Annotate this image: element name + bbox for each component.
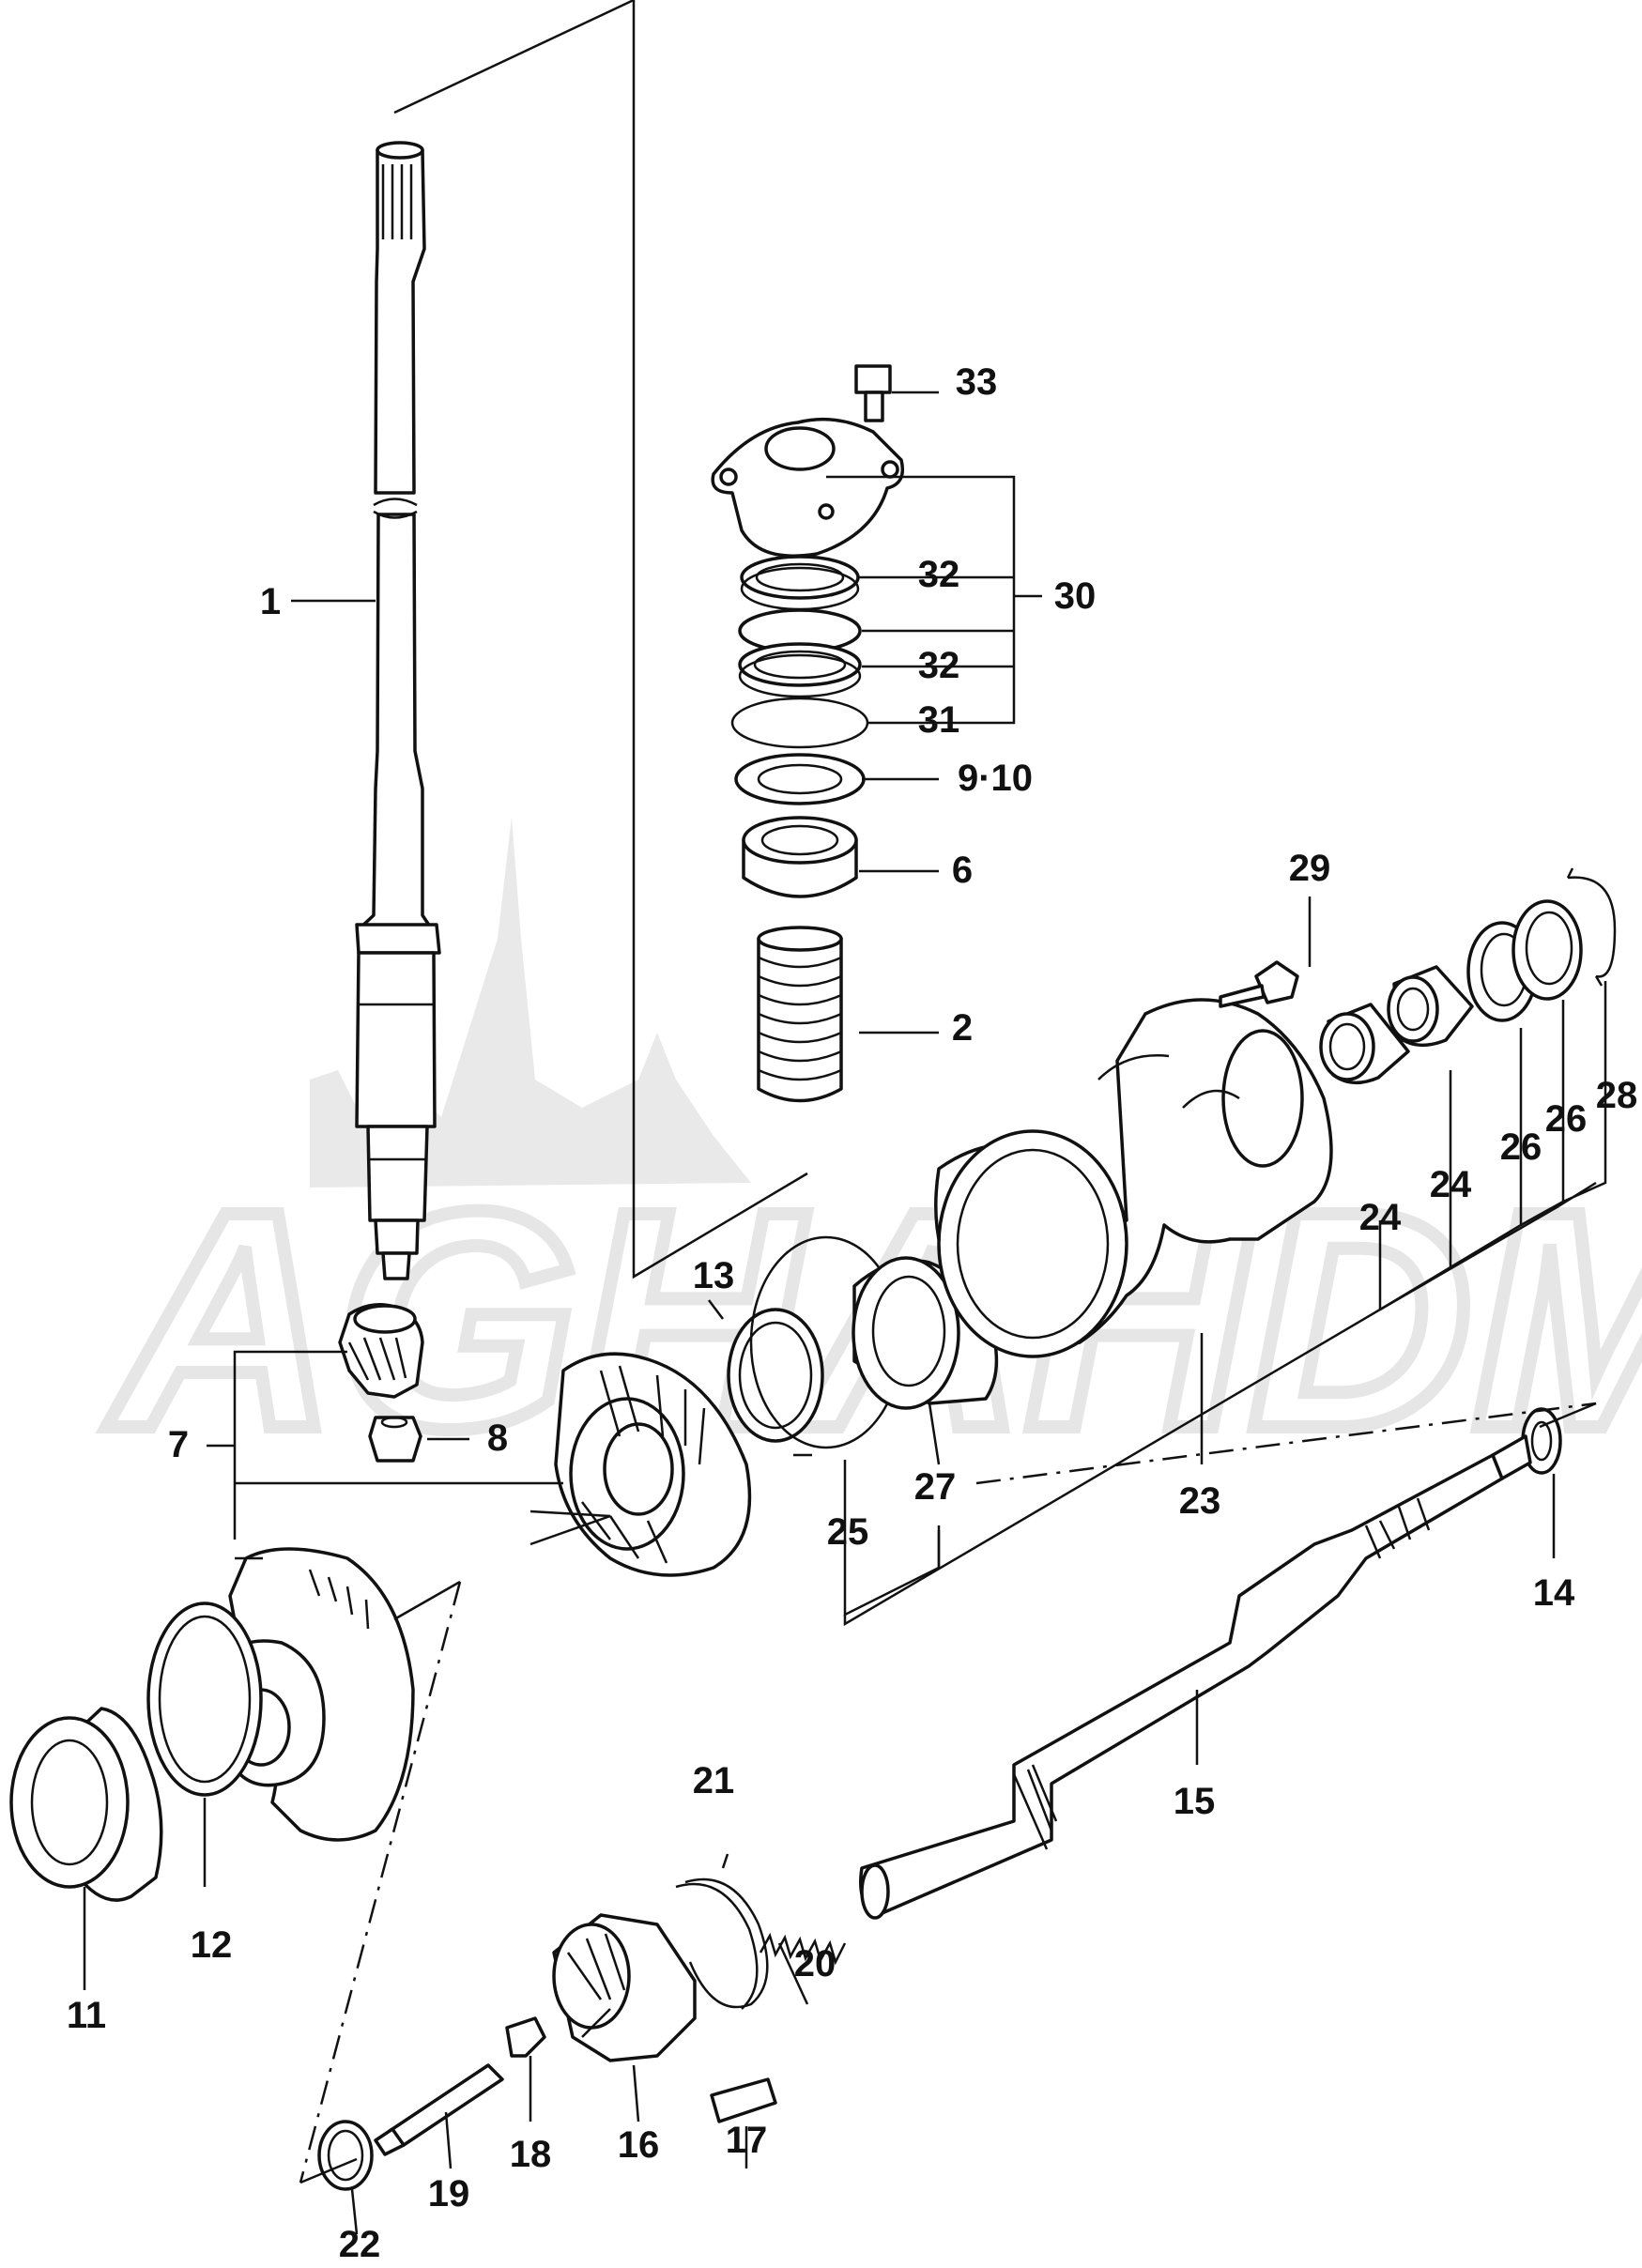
label-17: 17 (726, 2120, 768, 2161)
part-7-pinion-gear (338, 1303, 424, 1399)
part-8-nut (368, 1416, 422, 1463)
part-32-oil-seal-lower (738, 608, 862, 698)
label-21: 21 (693, 1760, 735, 1801)
label-33: 33 (956, 361, 998, 403)
part-31-o-ring (730, 697, 869, 749)
label-15: 15 (1174, 1781, 1216, 1822)
part-1-drive-shaft (355, 141, 441, 1280)
label-19: 19 (428, 2173, 470, 2214)
part-24-needle-bearing-a (1319, 1003, 1410, 1084)
label-28: 28 (1596, 1075, 1638, 1116)
part-22-ring (317, 2120, 374, 2191)
part-2-bearing-sleeve (757, 926, 843, 1103)
label-25: 25 (827, 1511, 869, 1553)
label-26-a: 26 (1500, 1126, 1542, 1168)
part-21-clutch-ring (675, 1877, 769, 2010)
label-12: 12 (191, 1924, 233, 1966)
part-25-reverse-gear (554, 1352, 752, 1577)
label-6: 6 (952, 850, 973, 891)
label-32-a: 32 (918, 554, 960, 595)
label-30: 30 (1054, 575, 1097, 617)
label-20: 20 (794, 1943, 836, 1984)
label-13: 13 (693, 1255, 735, 1296)
leader-lines (83, 0, 1607, 2235)
part-29-bolt (1219, 960, 1299, 1008)
label-16: 16 (618, 2124, 660, 2166)
part-28-circlip (1566, 867, 1617, 987)
part-14-thrust-washer (1521, 1407, 1562, 1475)
part-11-bearing (9, 1707, 163, 1902)
part-15-propeller-shaft (859, 1434, 1532, 1920)
label-18: 18 (510, 2134, 552, 2175)
part-17-cross-pin (710, 2077, 777, 2123)
label-31: 31 (918, 699, 960, 741)
part-12-shim (146, 1601, 263, 1797)
part-20-spring (759, 1932, 847, 1966)
part-9-10-shim (734, 753, 866, 805)
label-24-b: 24 (1430, 1164, 1472, 1205)
label-7: 7 (168, 1424, 189, 1465)
label-26-b: 26 (1545, 1098, 1588, 1140)
label-2: 2 (952, 1007, 973, 1049)
label-23: 23 (1179, 1480, 1221, 1522)
label-32-b: 32 (918, 645, 960, 686)
part-19-push-rod (374, 2063, 504, 2156)
part-33-bolt (854, 364, 892, 422)
part-6-bearing (742, 816, 858, 898)
part-23-propeller-shaft-housing (934, 998, 1333, 1358)
part-24-needle-bearing-b (1387, 965, 1474, 1047)
label-8: 8 (487, 1418, 508, 1459)
part-16-dog-clutch (552, 1913, 697, 2062)
label-9-10: 9·10 (958, 758, 1033, 799)
label-1: 1 (260, 581, 281, 622)
part-32-oil-seal-upper (740, 555, 860, 611)
label-14: 14 (1533, 1572, 1575, 1614)
callout-labels: 1 2 6 7 8 9·10 11 12 13 14 15 16 17 18 1… (67, 361, 1637, 2265)
part-18-shift-pin (505, 2016, 546, 2058)
part-30-seal-housing (711, 417, 905, 558)
label-29: 29 (1289, 848, 1331, 889)
part-26-oil-seal-b (1512, 899, 1583, 1001)
label-24-a: 24 (1359, 1197, 1402, 1238)
label-27: 27 (914, 1466, 957, 1508)
label-11: 11 (67, 1995, 106, 2036)
label-22: 22 (339, 2224, 381, 2265)
